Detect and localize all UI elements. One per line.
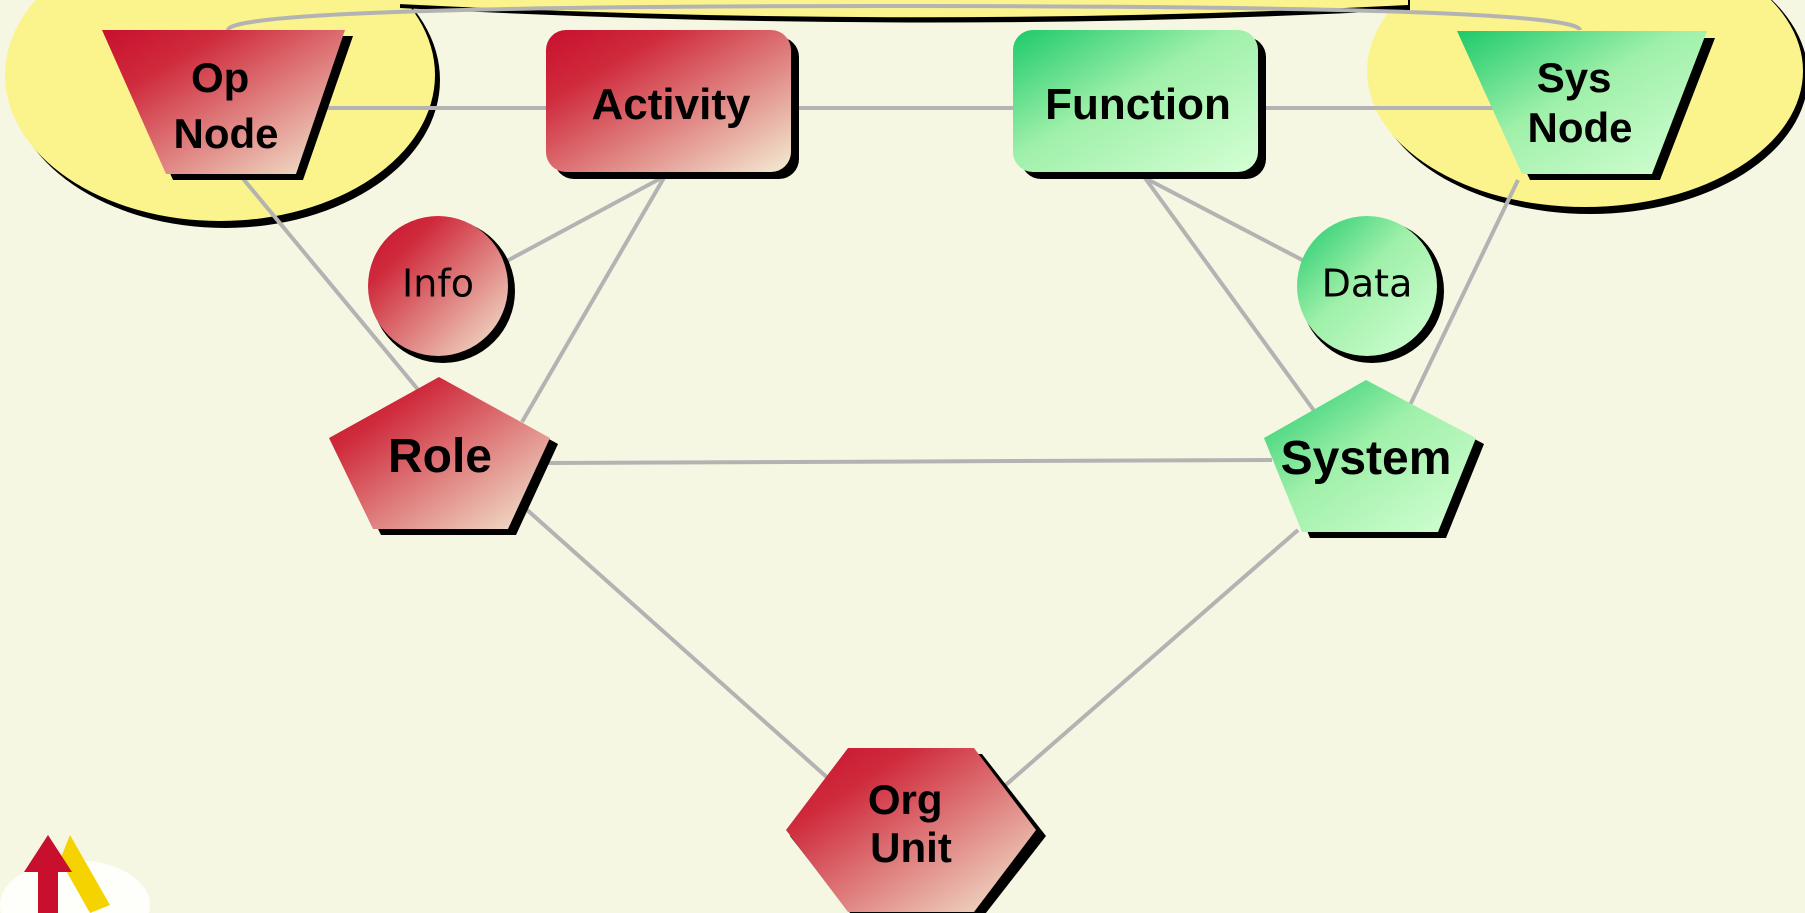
org-unit-line2: Unit <box>870 824 952 871</box>
logo-glow <box>0 860 150 913</box>
edge-role-system <box>547 458 1273 465</box>
org-unit-node: Org Unit <box>786 748 1046 913</box>
role-node: Role <box>329 377 558 535</box>
edge-op-node-sys-node <box>226 3 1582 32</box>
edge-op-node-role <box>238 173 422 394</box>
data-shape <box>1297 216 1437 356</box>
role-shape <box>329 377 550 529</box>
connectors <box>226 3 1582 792</box>
function-node: Function <box>1013 30 1266 179</box>
function-shape <box>1013 30 1258 172</box>
info-node: Info <box>368 216 515 363</box>
svg-text:Sys Node: Sys Node <box>1528 54 1633 151</box>
edge-sys-node-system <box>1408 179 1520 406</box>
edge-function-system <box>1143 176 1317 414</box>
system-node: System <box>1264 380 1484 538</box>
function-label: Function <box>1045 80 1231 129</box>
svg-text:Op Node: Op Node <box>174 54 279 157</box>
org-unit-shape <box>786 748 1036 912</box>
op-node-shape <box>102 30 345 174</box>
activity-shape <box>546 30 791 172</box>
op-node: Op Node <box>102 30 353 180</box>
top-group-band <box>398 0 1408 18</box>
sys-node-shape <box>1457 31 1707 174</box>
activity-label: Activity <box>592 80 751 129</box>
edge-activity-info <box>504 174 666 264</box>
data-node: Data <box>1297 216 1444 363</box>
data-label: Data <box>1322 262 1413 306</box>
op-node-line1: Op <box>191 54 249 101</box>
info-shape <box>368 216 508 356</box>
role-label: Role <box>388 430 492 483</box>
sys-node-line2: Node <box>1528 104 1633 151</box>
op-node-line2: Node <box>174 110 279 157</box>
system-shape <box>1264 380 1476 532</box>
sys-node: Sys Node <box>1457 31 1715 180</box>
sys-node-line1: Sys <box>1537 54 1612 101</box>
activity-node: Activity <box>546 30 799 179</box>
edge-system-org-unit <box>998 528 1300 792</box>
edge-role-org-unit <box>523 506 832 782</box>
svg-text:Org Unit: Org Unit <box>868 776 954 871</box>
info-label: Info <box>402 262 474 306</box>
arrow-logo-icon <box>0 835 150 913</box>
logo-yellow-arrow <box>60 835 110 913</box>
edge-activity-role <box>520 174 667 424</box>
edge-function-data <box>1144 176 1311 266</box>
logo-red-arrow <box>24 835 72 913</box>
org-unit-line1: Org <box>868 776 943 823</box>
system-label: System <box>1281 432 1452 485</box>
